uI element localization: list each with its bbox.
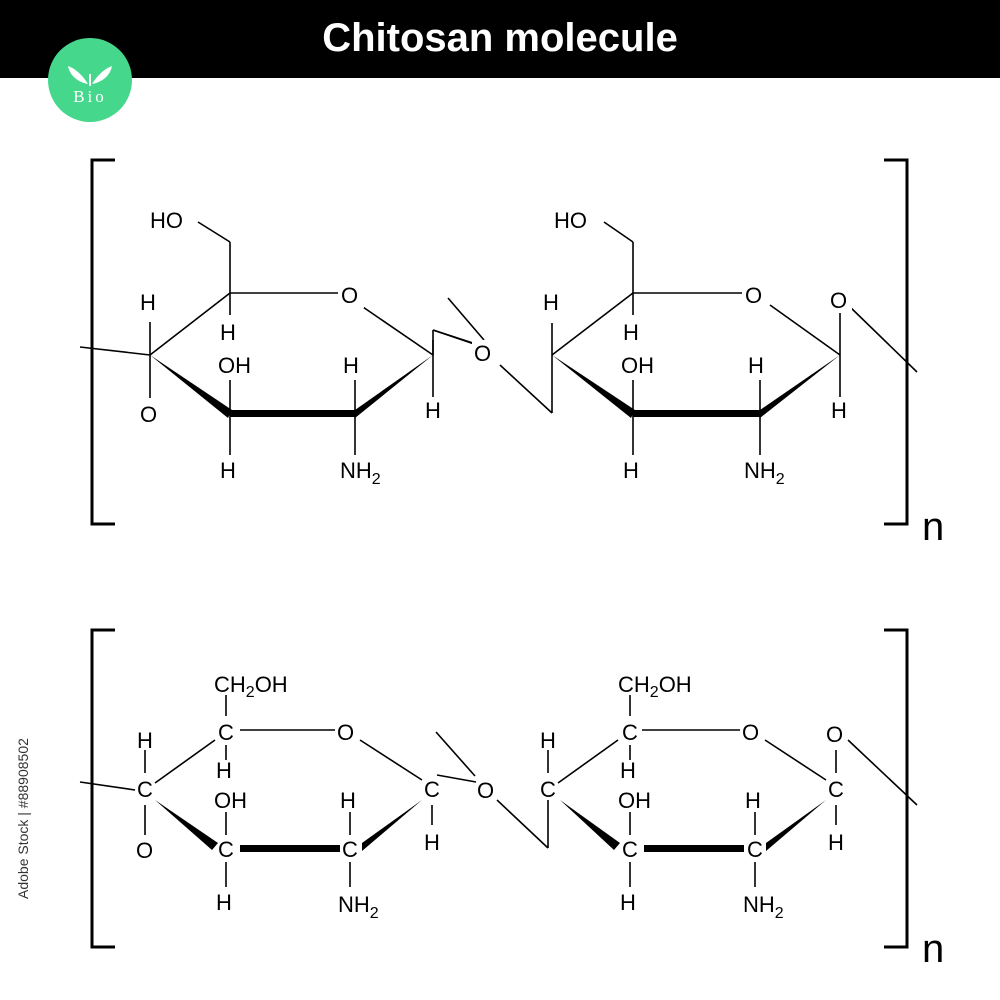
bot-u1-c3-label: C	[218, 837, 234, 862]
bot-u1-c5-label: C	[218, 720, 234, 745]
top-structure-wedges	[150, 355, 840, 418]
bot-u2-ring-oxygen-label: O	[742, 720, 759, 745]
top-bridge-oxygen-label: O	[474, 341, 491, 366]
top-u2-h-c2-label: H	[748, 353, 764, 378]
bot-u1-h-c1-label: H	[424, 830, 440, 855]
bot-u2-ch2oh-label: CH2OH	[618, 672, 692, 701]
bot-u2-c4-label: C	[540, 777, 556, 802]
bot-u1-c1-label: C	[424, 777, 440, 802]
bottom-structure-labels: CH2OH C H H C O OH C H H C NH2 C H O O C…	[136, 672, 944, 971]
bot-u1-c2-label: C	[342, 837, 358, 862]
bottom-structure-bonds	[79, 628, 918, 949]
bot-u1-oh-c3-label: OH	[214, 788, 247, 813]
bot-u2-h-c4-label: H	[540, 728, 556, 753]
top-structure-labels: HO H H O OH H H NH2 H O O HO H H O OH H …	[138, 208, 944, 549]
bot-u2-c1-label: C	[828, 777, 844, 802]
bottom-structure-wedges	[155, 800, 826, 852]
bot-u2-h-c3-label: H	[620, 890, 636, 915]
top-u1-h-c3-label: H	[220, 458, 236, 483]
bot-u2-h-c1-label: H	[828, 830, 844, 855]
top-u1-h-c2-label: H	[343, 353, 359, 378]
bot-u2-right-oxygen-label: O	[826, 722, 843, 747]
bot-u2-c2-label: C	[747, 837, 763, 862]
top-u2-oh-c3-label: OH	[621, 353, 654, 378]
bot-u2-oh-c3-label: OH	[618, 788, 651, 813]
top-u1-h-c4-label: H	[220, 320, 236, 345]
bottom-right-bracket	[884, 628, 909, 949]
top-u1-h-c1-label: H	[425, 398, 441, 423]
top-u1-oh-c3-label: OH	[218, 353, 251, 378]
bottom-repeat-n-label: n	[922, 927, 944, 971]
bot-u2-h-c2-label: H	[745, 788, 761, 813]
stock-id-text: Adobe Stock | #88908502	[15, 738, 31, 899]
bot-u1-nh2-label: NH2	[338, 892, 379, 922]
top-left-bracket	[90, 158, 115, 526]
top-u2-h-c4-label: H	[623, 320, 639, 345]
bot-u2-c3-label: C	[622, 837, 638, 862]
top-u1-ch2oh-label: HO	[150, 208, 183, 233]
bottom-left-bracket	[90, 628, 115, 949]
top-u2-h-c1-label: H	[831, 398, 847, 423]
top-u1-h-c5-label: H	[140, 290, 156, 315]
top-u1-left-oxygen-label: O	[140, 402, 157, 427]
top-right-bracket	[884, 158, 909, 526]
bot-u1-ring-oxygen-label: O	[337, 720, 354, 745]
bot-u1-h-c4-label: H	[137, 728, 153, 753]
top-u2-h-c5-label: H	[543, 290, 559, 315]
bot-u1-h-c3-label: H	[216, 890, 232, 915]
top-u2-ring-oxygen-label: O	[745, 283, 762, 308]
bot-u2-c5-label: C	[622, 720, 638, 745]
bot-bridge-oxygen-label: O	[477, 778, 494, 803]
bio-badge: Bio	[48, 38, 132, 122]
bot-u1-ch2oh-label: CH2OH	[214, 672, 288, 701]
header-bar: Chitosan molecule	[0, 0, 1000, 78]
bot-u1-left-oxygen-label: O	[136, 838, 153, 863]
top-structure-bonds	[79, 158, 918, 526]
top-u2-h-c3-label: H	[623, 458, 639, 483]
top-repeat-n-label: n	[922, 505, 944, 549]
bot-u1-h-c2-label: H	[340, 788, 356, 813]
top-u2-right-oxygen-label: O	[830, 288, 847, 313]
bot-u2-nh2-label: NH2	[743, 892, 784, 922]
top-u2-nh2-label: NH2	[744, 458, 785, 488]
bot-u2-h-c5-label: H	[620, 758, 636, 783]
bot-u1-h-c5-label: H	[216, 758, 232, 783]
stock-id-watermark: Adobe Stock | #88908502	[14, 738, 34, 900]
badge-label: Bio	[73, 87, 107, 106]
top-u1-ring-oxygen-label: O	[341, 283, 358, 308]
leaf-sprout-icon	[68, 66, 112, 86]
top-u2-ch2oh-label: HO	[554, 208, 587, 233]
page-title: Chitosan molecule	[322, 16, 678, 60]
top-u1-nh2-label: NH2	[340, 458, 381, 488]
bot-u1-c4-label: C	[137, 777, 153, 802]
